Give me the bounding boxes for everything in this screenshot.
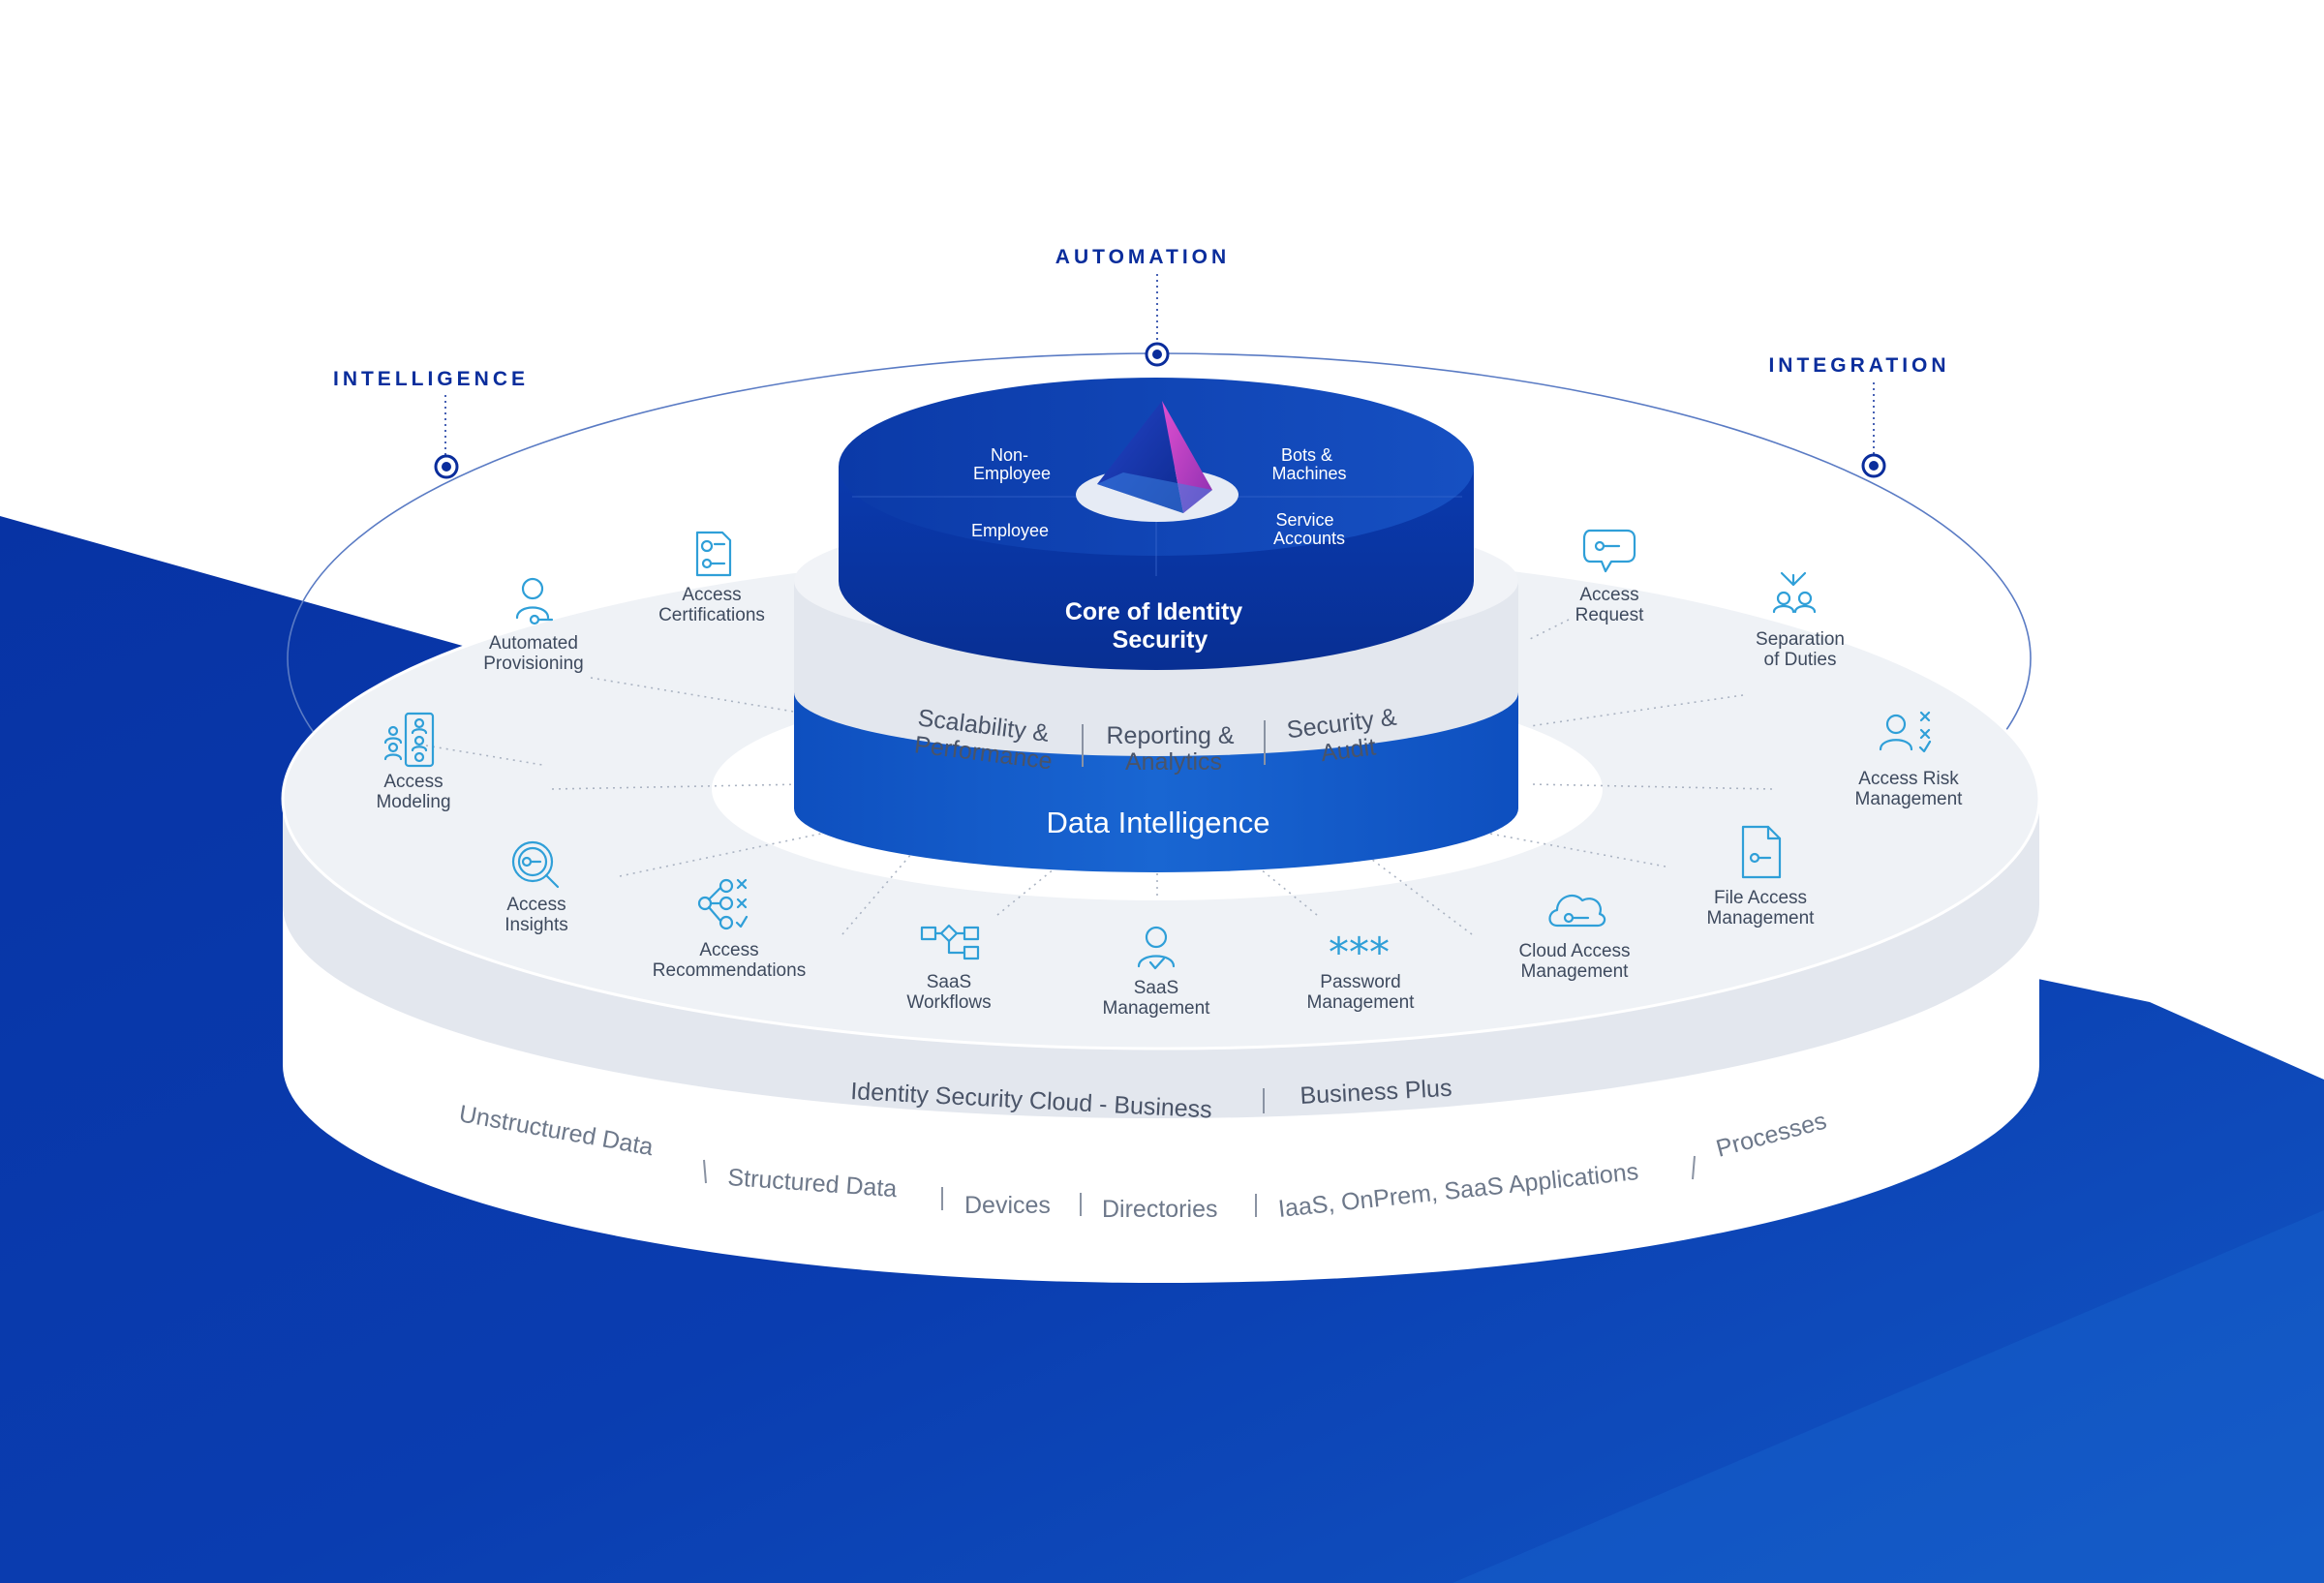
pyramid-logo xyxy=(1097,401,1212,513)
user-key-icon xyxy=(515,577,554,625)
core-service-accounts: Service Accounts xyxy=(1273,510,1345,548)
svg-text:***: *** xyxy=(1329,928,1390,976)
pillar-intelligence-label: INTELLIGENCE xyxy=(333,368,529,390)
source-devices: Devices xyxy=(964,1192,1051,1219)
chat-key-icon xyxy=(1582,529,1636,573)
pillar-integration: INTEGRATION xyxy=(1768,354,1949,478)
core-title: Core of Identity Security xyxy=(1065,598,1249,654)
user-check-icon xyxy=(1137,926,1176,970)
band-reporting: Reporting & Analytics xyxy=(1107,722,1241,776)
pillar-automation-label: AUTOMATION xyxy=(1055,246,1230,268)
source-directories: Directories xyxy=(1102,1196,1217,1223)
pillar-automation: AUTOMATION xyxy=(1055,246,1230,367)
pillar-intelligence: INTELLIGENCE xyxy=(333,368,529,479)
org-chart-icon xyxy=(383,712,435,768)
workflow-icon xyxy=(920,924,980,960)
cloud-key-icon xyxy=(1548,894,1606,928)
user-risk-icon xyxy=(1879,711,1932,753)
asterisks-icon: *** xyxy=(1329,928,1390,976)
pillar-integration-label: INTEGRATION xyxy=(1768,354,1949,377)
file-key-icon xyxy=(1741,825,1782,879)
core-non-employee: Non- Employee xyxy=(973,445,1051,483)
users-split-icon xyxy=(1772,571,1817,614)
background-soft-glow xyxy=(1452,1210,2324,1583)
core-bots-machines: Bots & Machines xyxy=(1271,445,1346,483)
branch-check-icon xyxy=(697,878,749,930)
data-intelligence-label: Data Intelligence xyxy=(1047,806,1270,839)
certificate-icon xyxy=(695,531,732,577)
core-employee: Employee xyxy=(971,521,1049,540)
magnifier-key-icon xyxy=(511,840,560,889)
